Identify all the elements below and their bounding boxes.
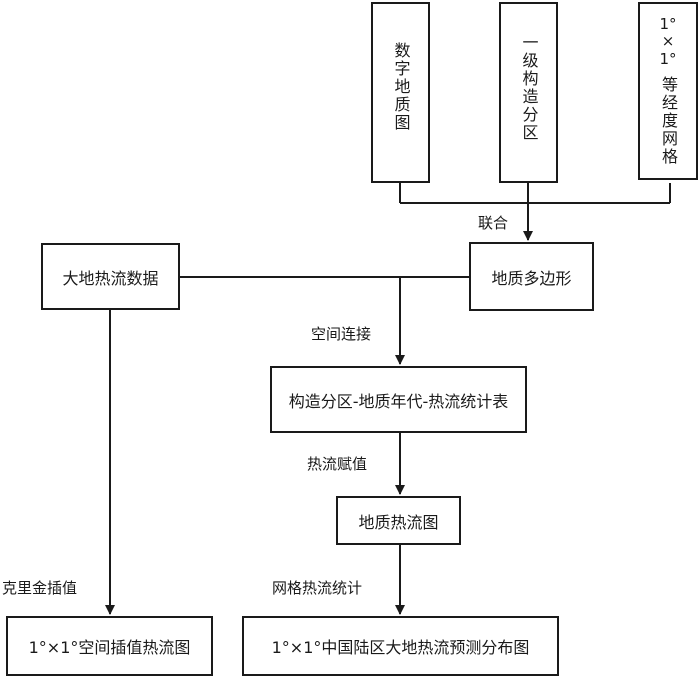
node-geology-heat-flow-map: 地质热流图: [336, 496, 461, 545]
node-tectonic-zone-label: 一级构造分区: [519, 34, 539, 142]
edge-label-heat-flow-assign: 热流赋值: [307, 455, 368, 473]
node-grid-line2: ×: [661, 32, 675, 51]
edge-label-spatial-join: 空间连接: [311, 325, 372, 343]
node-prediction-map-label: 1°×1°中国陆区大地热流预测分布图: [271, 638, 530, 657]
node-grid-line3: 1°: [659, 49, 677, 68]
node-prediction-map: 1°×1°中国陆区大地热流预测分布图: [242, 616, 559, 676]
node-heat-flow-data: 大地热流数据: [41, 243, 180, 310]
node-grid-rest: 等经度网格: [658, 75, 678, 166]
node-geology-polygon-label: 地质多边形: [491, 268, 572, 288]
node-stats-table-label: 构造分区-地质年代-热流统计表: [288, 391, 509, 411]
node-digital-geology-map-label: 数字地质图: [391, 42, 411, 132]
node-grid-1x1: 1° × 1° 等经度网格: [638, 2, 698, 180]
edge-label-union: 联合: [478, 214, 509, 232]
node-geology-heat-flow-map-label: 地质热流图: [358, 512, 439, 532]
edge-label-grid-stats: 网格热流统计: [272, 579, 363, 597]
node-kriging-map-label: 1°×1°空间插值热流图: [28, 638, 191, 657]
node-grid-label-group: 1° × 1° 等经度网格: [658, 15, 678, 166]
node-stats-table: 构造分区-地质年代-热流统计表: [270, 366, 527, 433]
node-heat-flow-data-label: 大地热流数据: [62, 268, 159, 288]
node-digital-geology-map: 数字地质图: [371, 2, 430, 183]
node-kriging-map: 1°×1°空间插值热流图: [6, 616, 213, 676]
node-tectonic-zone-level1: 一级构造分区: [499, 2, 558, 183]
node-grid-line1: 1°: [659, 15, 677, 33]
node-geology-polygon: 地质多边形: [469, 242, 594, 311]
edge-label-kriging: 克里金插值: [2, 579, 78, 597]
